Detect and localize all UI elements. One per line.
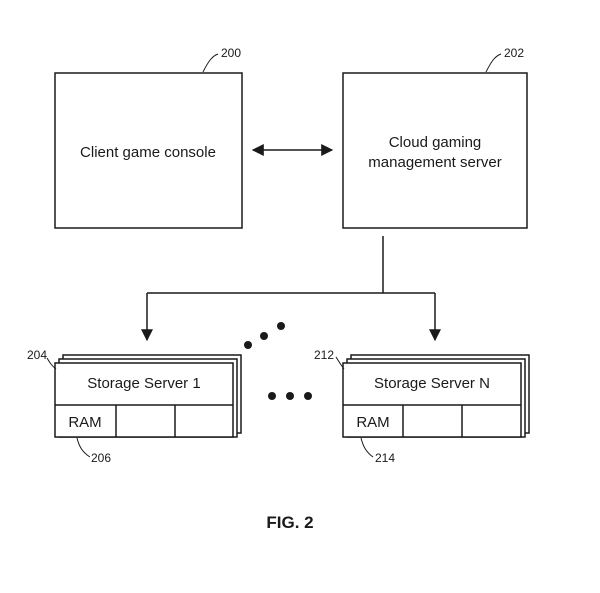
ram-n-leader [361, 438, 373, 457]
ellipsis-dot [286, 392, 294, 400]
storage-server-n-node: Storage Server N RAM 212 214 [314, 348, 529, 465]
storage-server-n-ref: 212 [314, 348, 334, 362]
storage-server-n-ram-label: RAM [356, 414, 389, 431]
horizontal-ellipsis [268, 392, 312, 400]
ram-n-ref: 214 [375, 451, 395, 465]
client-console-ref: 200 [221, 46, 241, 60]
figure-label: FIG. 2 [266, 513, 313, 532]
server-to-storage-connector [147, 236, 435, 340]
diagonal-ellipsis [244, 322, 285, 349]
storage-server-1-node: Storage Server 1 RAM 204 206 [27, 348, 241, 465]
ellipsis-dot [304, 392, 312, 400]
client-game-console-node: Client game console 200 [55, 46, 242, 228]
cloud-server-ref: 202 [504, 46, 524, 60]
ellipsis-dot [277, 322, 285, 330]
storage-server-1-label: Storage Server 1 [87, 375, 200, 392]
ellipsis-dot [260, 332, 268, 340]
ram-1-ref: 206 [91, 451, 111, 465]
cloud-server-node: Cloud gaming management server 202 [343, 46, 527, 228]
cloud-server-label-line2: management server [368, 154, 501, 171]
client-console-label: Client game console [80, 144, 216, 161]
storage-server-1-ram-label: RAM [68, 414, 101, 431]
ellipsis-dot [244, 341, 252, 349]
storage-server-n-label: Storage Server N [374, 375, 490, 392]
ellipsis-dot [268, 392, 276, 400]
cloud-server-label-line1: Cloud gaming [389, 134, 482, 151]
cloud-server-leader [486, 54, 501, 72]
ram-1-leader [77, 438, 90, 457]
client-console-leader [203, 54, 218, 72]
storage-server-1-ref: 204 [27, 348, 47, 362]
